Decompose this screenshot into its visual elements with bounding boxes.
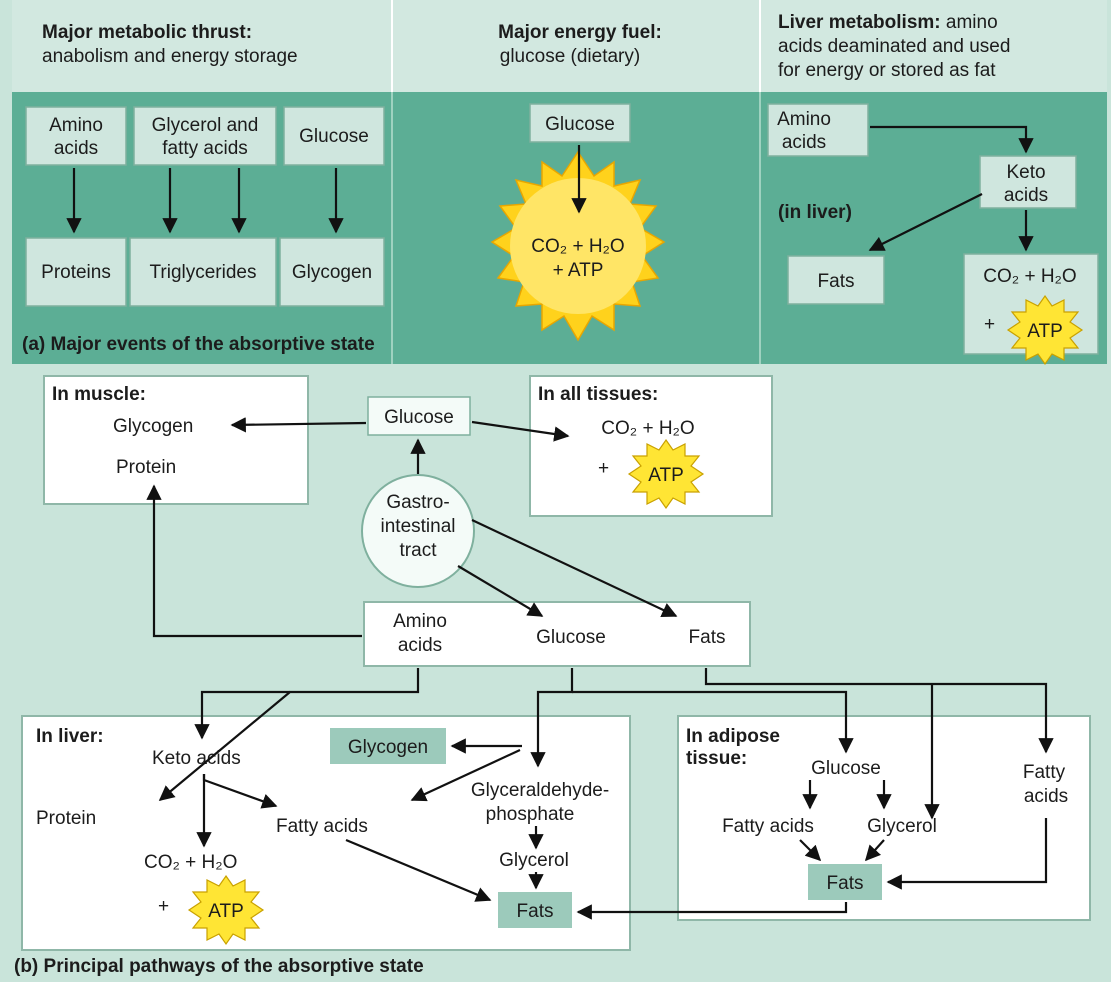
all-tissues-co2-h2o: CO₂ + H₂O — [601, 418, 694, 439]
panel-a-caption: (a) Major events of the absorptive state — [22, 334, 375, 355]
absorbed-fats-label: Fats — [689, 627, 726, 648]
header-energy-fuel-title: Major energy fuel: — [498, 22, 662, 43]
liver-b-atp-burst — [187, 874, 265, 946]
proteins-label: Proteins — [41, 262, 111, 283]
header-liver-metabolism-line2: acids deaminated and used — [778, 36, 1010, 57]
header-band — [12, 0, 1107, 92]
amino-acids-box — [25, 106, 127, 166]
header-liver-metabolism-title: Liver metabolism: — [778, 12, 941, 33]
liver-glycerol-label: Glycerol — [499, 850, 569, 871]
proteins-box — [25, 237, 127, 307]
glycerol-label-2: fatty acids — [162, 138, 248, 159]
gi-tract-circle — [361, 474, 475, 588]
liver-title: In liver: — [36, 726, 104, 747]
liver-g3p-label-2: phosphate — [486, 804, 575, 825]
liver-fatty-acids-label: Fatty acids — [276, 816, 368, 837]
triglycerides-box — [129, 237, 277, 307]
muscle-title: In muscle: — [52, 384, 146, 405]
liver-atp-label: ATP — [1027, 321, 1063, 342]
absorbed-amino-label-1: Amino — [393, 611, 447, 632]
header-energy-fuel-subtitle: glucose (dietary) — [500, 46, 640, 67]
all-tissues-atp-label: ATP — [648, 465, 684, 486]
liver-atp-burst — [1006, 294, 1084, 366]
liver-g3p-label-1: Glyceraldehyde- — [471, 780, 609, 801]
liver-b-atp-label: ATP — [208, 901, 244, 922]
gi-label-1: Gastro- — [386, 492, 449, 513]
keto-label-2: acids — [1004, 185, 1048, 206]
liver-amino-label-2: acids — [782, 132, 826, 153]
liver-amino-acids-box — [767, 103, 869, 157]
liver-b-co2-h2o: CO₂ + H₂O — [144, 852, 237, 873]
muscle-protein-label: Protein — [116, 457, 176, 478]
gi-label-2: intestinal — [381, 516, 456, 537]
amino-acids-label-1: Amino — [49, 115, 103, 136]
adipose-title-2: tissue: — [686, 748, 747, 769]
adipose-fatty-right-1: Fatty — [1023, 762, 1066, 783]
gi-label-3: tract — [400, 540, 438, 561]
header-liver-metabolism-line1: Liver metabolism: amino — [778, 12, 998, 33]
keto-acids-box — [979, 155, 1077, 209]
panel-b-caption: (b) Principal pathways of the absorptive… — [14, 956, 424, 977]
header-metabolic-thrust-title: Major metabolic thrust: — [42, 22, 252, 43]
all-tissues-atp-burst — [627, 438, 705, 510]
glycerol-label-1: Glycerol and — [152, 115, 259, 136]
fuel-glucose-label: Glucose — [545, 114, 615, 135]
glycogen-label: Glycogen — [292, 262, 372, 283]
gi-glucose-label: Glucose — [384, 407, 454, 428]
glycogen-box — [279, 237, 385, 307]
liver-fats-b-box — [498, 892, 572, 928]
liver-keto-label: Keto acids — [152, 748, 241, 769]
header-metabolic-thrust-subtitle: anabolism and energy storage — [42, 46, 298, 67]
liver-amino-label-1: Amino — [777, 109, 831, 130]
liver-fats-box — [787, 255, 885, 305]
absorbed-glucose-label: Glucose — [536, 627, 606, 648]
glycerol-fatty-acids-box — [133, 106, 277, 166]
glucose-box — [283, 106, 385, 166]
sun-co2-h2o-label: CO₂ + H₂O — [531, 236, 624, 257]
adipose-fats-label: Fats — [827, 873, 864, 894]
liver-protein-label: Protein — [36, 808, 96, 829]
adipose-fatty-right-2: acids — [1024, 786, 1068, 807]
header-liver-metabolism-line3: for energy or stored as fat — [778, 60, 996, 81]
liver-fats-b-label: Fats — [517, 901, 554, 922]
adipose-pathway-box — [677, 715, 1091, 921]
header-liver-metabolism-rest: amino — [941, 12, 998, 33]
glucose-label: Glucose — [299, 126, 369, 147]
liver-glycogen-box — [330, 728, 446, 764]
liver-b-plus: + — [158, 896, 169, 917]
adipose-fats-box — [808, 864, 882, 900]
amino-acids-label-2: acids — [54, 138, 98, 159]
triglycerides-label: Triglycerides — [150, 262, 257, 283]
muscle-box — [43, 375, 309, 505]
adipose-glycerol-label: Glycerol — [867, 816, 937, 837]
liver-co2-h2o-label: CO₂ + H₂O — [983, 266, 1076, 287]
keto-label-1: Keto — [1006, 162, 1045, 183]
muscle-glycogen-label: Glycogen — [113, 416, 193, 437]
liver-fats-label: Fats — [818, 271, 855, 292]
sun-atp-label: + ATP — [553, 260, 604, 281]
liver-plus-label: + — [984, 314, 995, 335]
absorbed-nutrients-box — [363, 601, 751, 667]
liver-glycogen-label: Glycogen — [348, 737, 428, 758]
absorbed-amino-label-2: acids — [398, 635, 442, 656]
adipose-fatty-acids-label: Fatty acids — [722, 816, 814, 837]
energy-sun-burst — [490, 150, 666, 342]
all-tissues-title: In all tissues: — [538, 384, 658, 405]
fuel-glucose-box — [529, 103, 631, 143]
gi-glucose-box — [367, 396, 471, 436]
adipose-glucose-label: Glucose — [811, 758, 881, 779]
all-tissues-plus: + — [598, 458, 609, 479]
adipose-title-1: In adipose — [686, 726, 780, 747]
in-liver-label: (in liver) — [778, 202, 852, 223]
